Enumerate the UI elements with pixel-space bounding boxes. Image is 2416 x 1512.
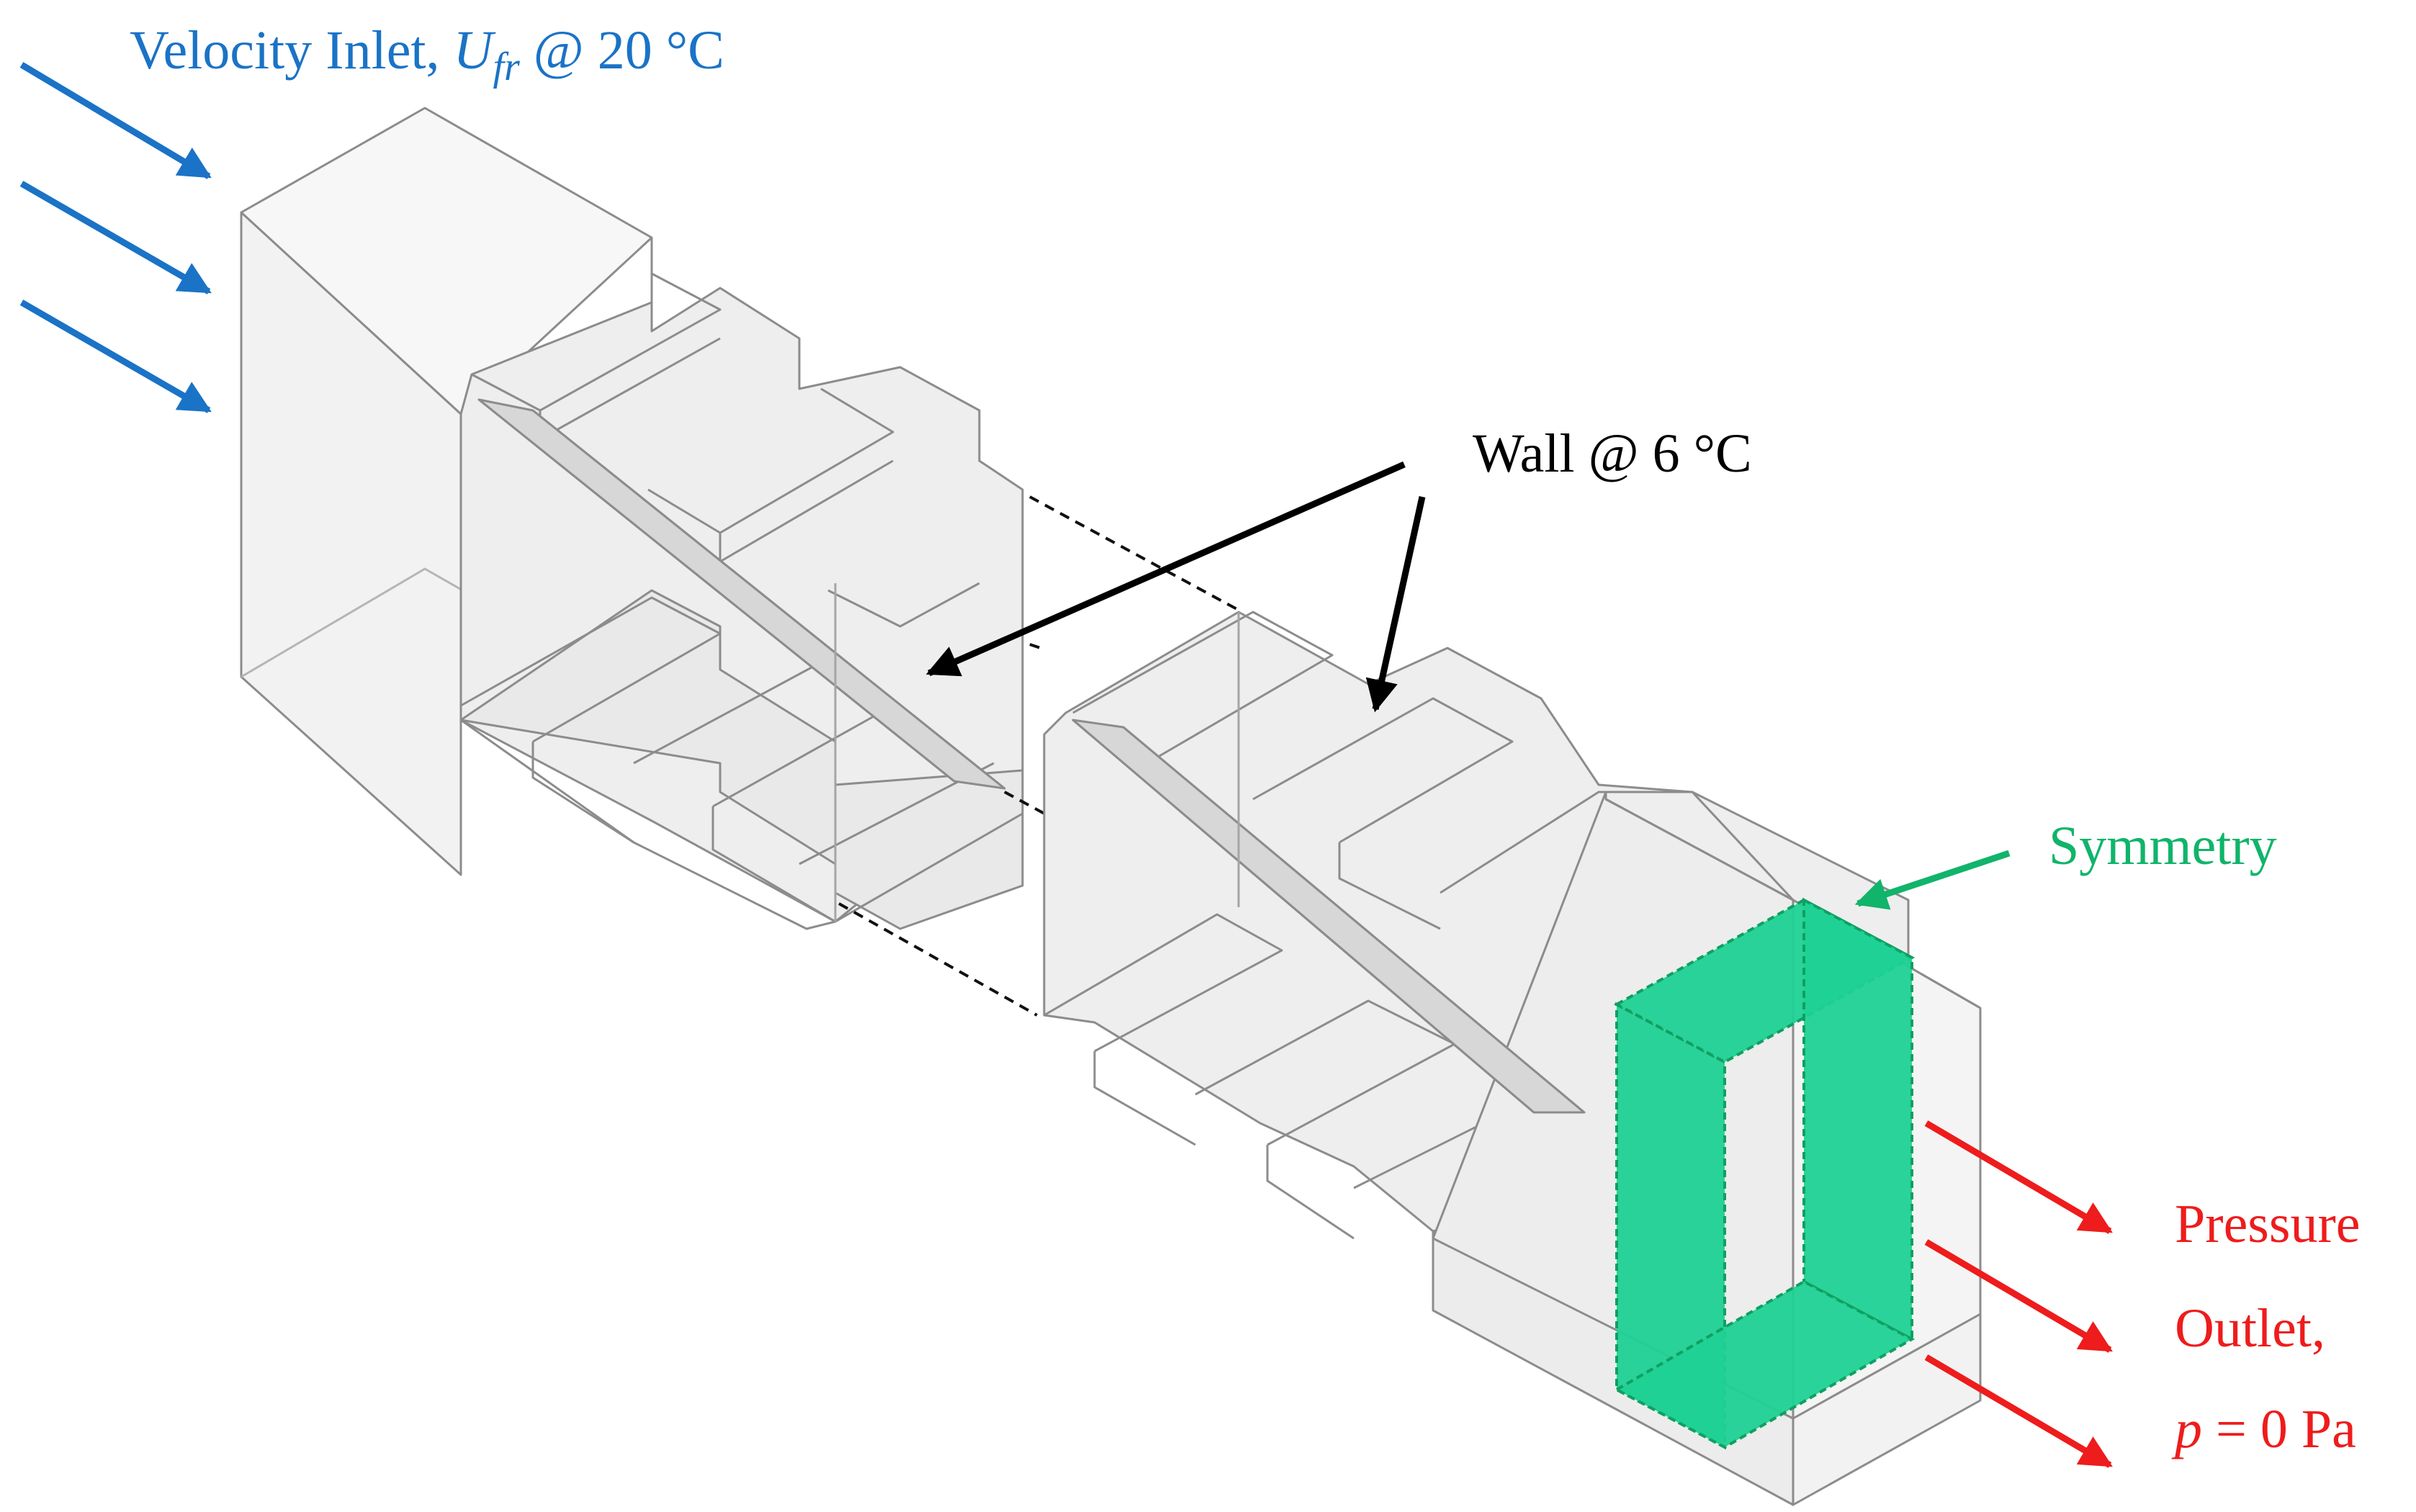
right-lower-step-2	[1093, 1051, 1196, 1146]
upper-step-2	[647, 387, 894, 534]
inlet-temperature: @ 20 °C	[520, 20, 724, 81]
upper-step-3	[827, 582, 980, 628]
right-upper-step-5	[1440, 791, 1692, 894]
right-upper-step-1	[1072, 611, 1334, 757]
wall-arrow-left	[925, 461, 1406, 677]
inlet-arrow-1	[19, 62, 212, 179]
outlet-box-edge	[1605, 798, 1794, 901]
velocity-inlet-label: Velocity Inlet, Ufr @ 20 °C	[130, 20, 724, 89]
lower-step-1	[460, 596, 722, 743]
inlet-arrow-3	[19, 300, 212, 413]
wall-arrows	[925, 461, 1426, 713]
outlet-arrow-3	[1924, 1354, 2113, 1468]
inlet-arrows	[19, 62, 212, 413]
dashed-line-2	[1029, 643, 1041, 649]
velocity-inlet-text: Velocity Inlet,	[130, 20, 454, 81]
pressure-outlet-line2: Outlet,	[2175, 1298, 2325, 1359]
right-lower-step-4	[1266, 1145, 1355, 1240]
left-segment	[240, 107, 1024, 930]
outlet-arrows	[1924, 1120, 2113, 1468]
right-lower-step-3	[1195, 999, 1456, 1146]
right-upper-step-4	[1338, 842, 1441, 930]
left-segment-outline	[460, 719, 836, 930]
left-wall-fin-edge-2	[532, 409, 1005, 790]
symmetry-plane-bottom	[1613, 1279, 1916, 1449]
inlet-arrow-2	[19, 181, 212, 294]
pressure-outlet-line3: p = 0 Pa	[2171, 1399, 2356, 1459]
lower-step-4	[711, 806, 836, 923]
wall-arrow-right	[1365, 496, 1426, 713]
outlet-variable: p	[2171, 1399, 2202, 1459]
inlet-variable: U	[454, 20, 496, 81]
symmetry-arrow	[1854, 850, 2011, 910]
right-upper-step-3	[1252, 697, 1514, 844]
outlet-arrow-2	[1924, 1239, 2113, 1353]
right-wall-fin-edge-2	[1123, 726, 1585, 1114]
outlet-value: = 0 Pa	[2202, 1399, 2356, 1459]
left-wall-fin-edge	[478, 398, 955, 783]
symmetry-plane	[1613, 897, 1916, 1450]
inlet-subscript: fr	[493, 45, 520, 89]
dashed-line-3	[1004, 791, 1218, 909]
outlet-arrow-1	[1924, 1120, 2113, 1234]
pressure-outlet-line1: Pressure	[2175, 1194, 2361, 1254]
dashed-connectors	[838, 495, 1243, 1017]
dashed-line-1	[1029, 495, 1243, 613]
right-lower-step-1	[1043, 913, 1283, 1053]
wall-label: Wall @ 6 °C	[1473, 423, 1752, 484]
symmetry-label: Symmetry	[2049, 816, 2277, 876]
right-wall-fin-edge	[1072, 719, 1535, 1114]
dashed-line-4	[838, 902, 1038, 1017]
lower-step-2	[531, 742, 634, 844]
upper-step-1	[471, 272, 722, 412]
symmetry-plane-right	[1802, 897, 1913, 1342]
